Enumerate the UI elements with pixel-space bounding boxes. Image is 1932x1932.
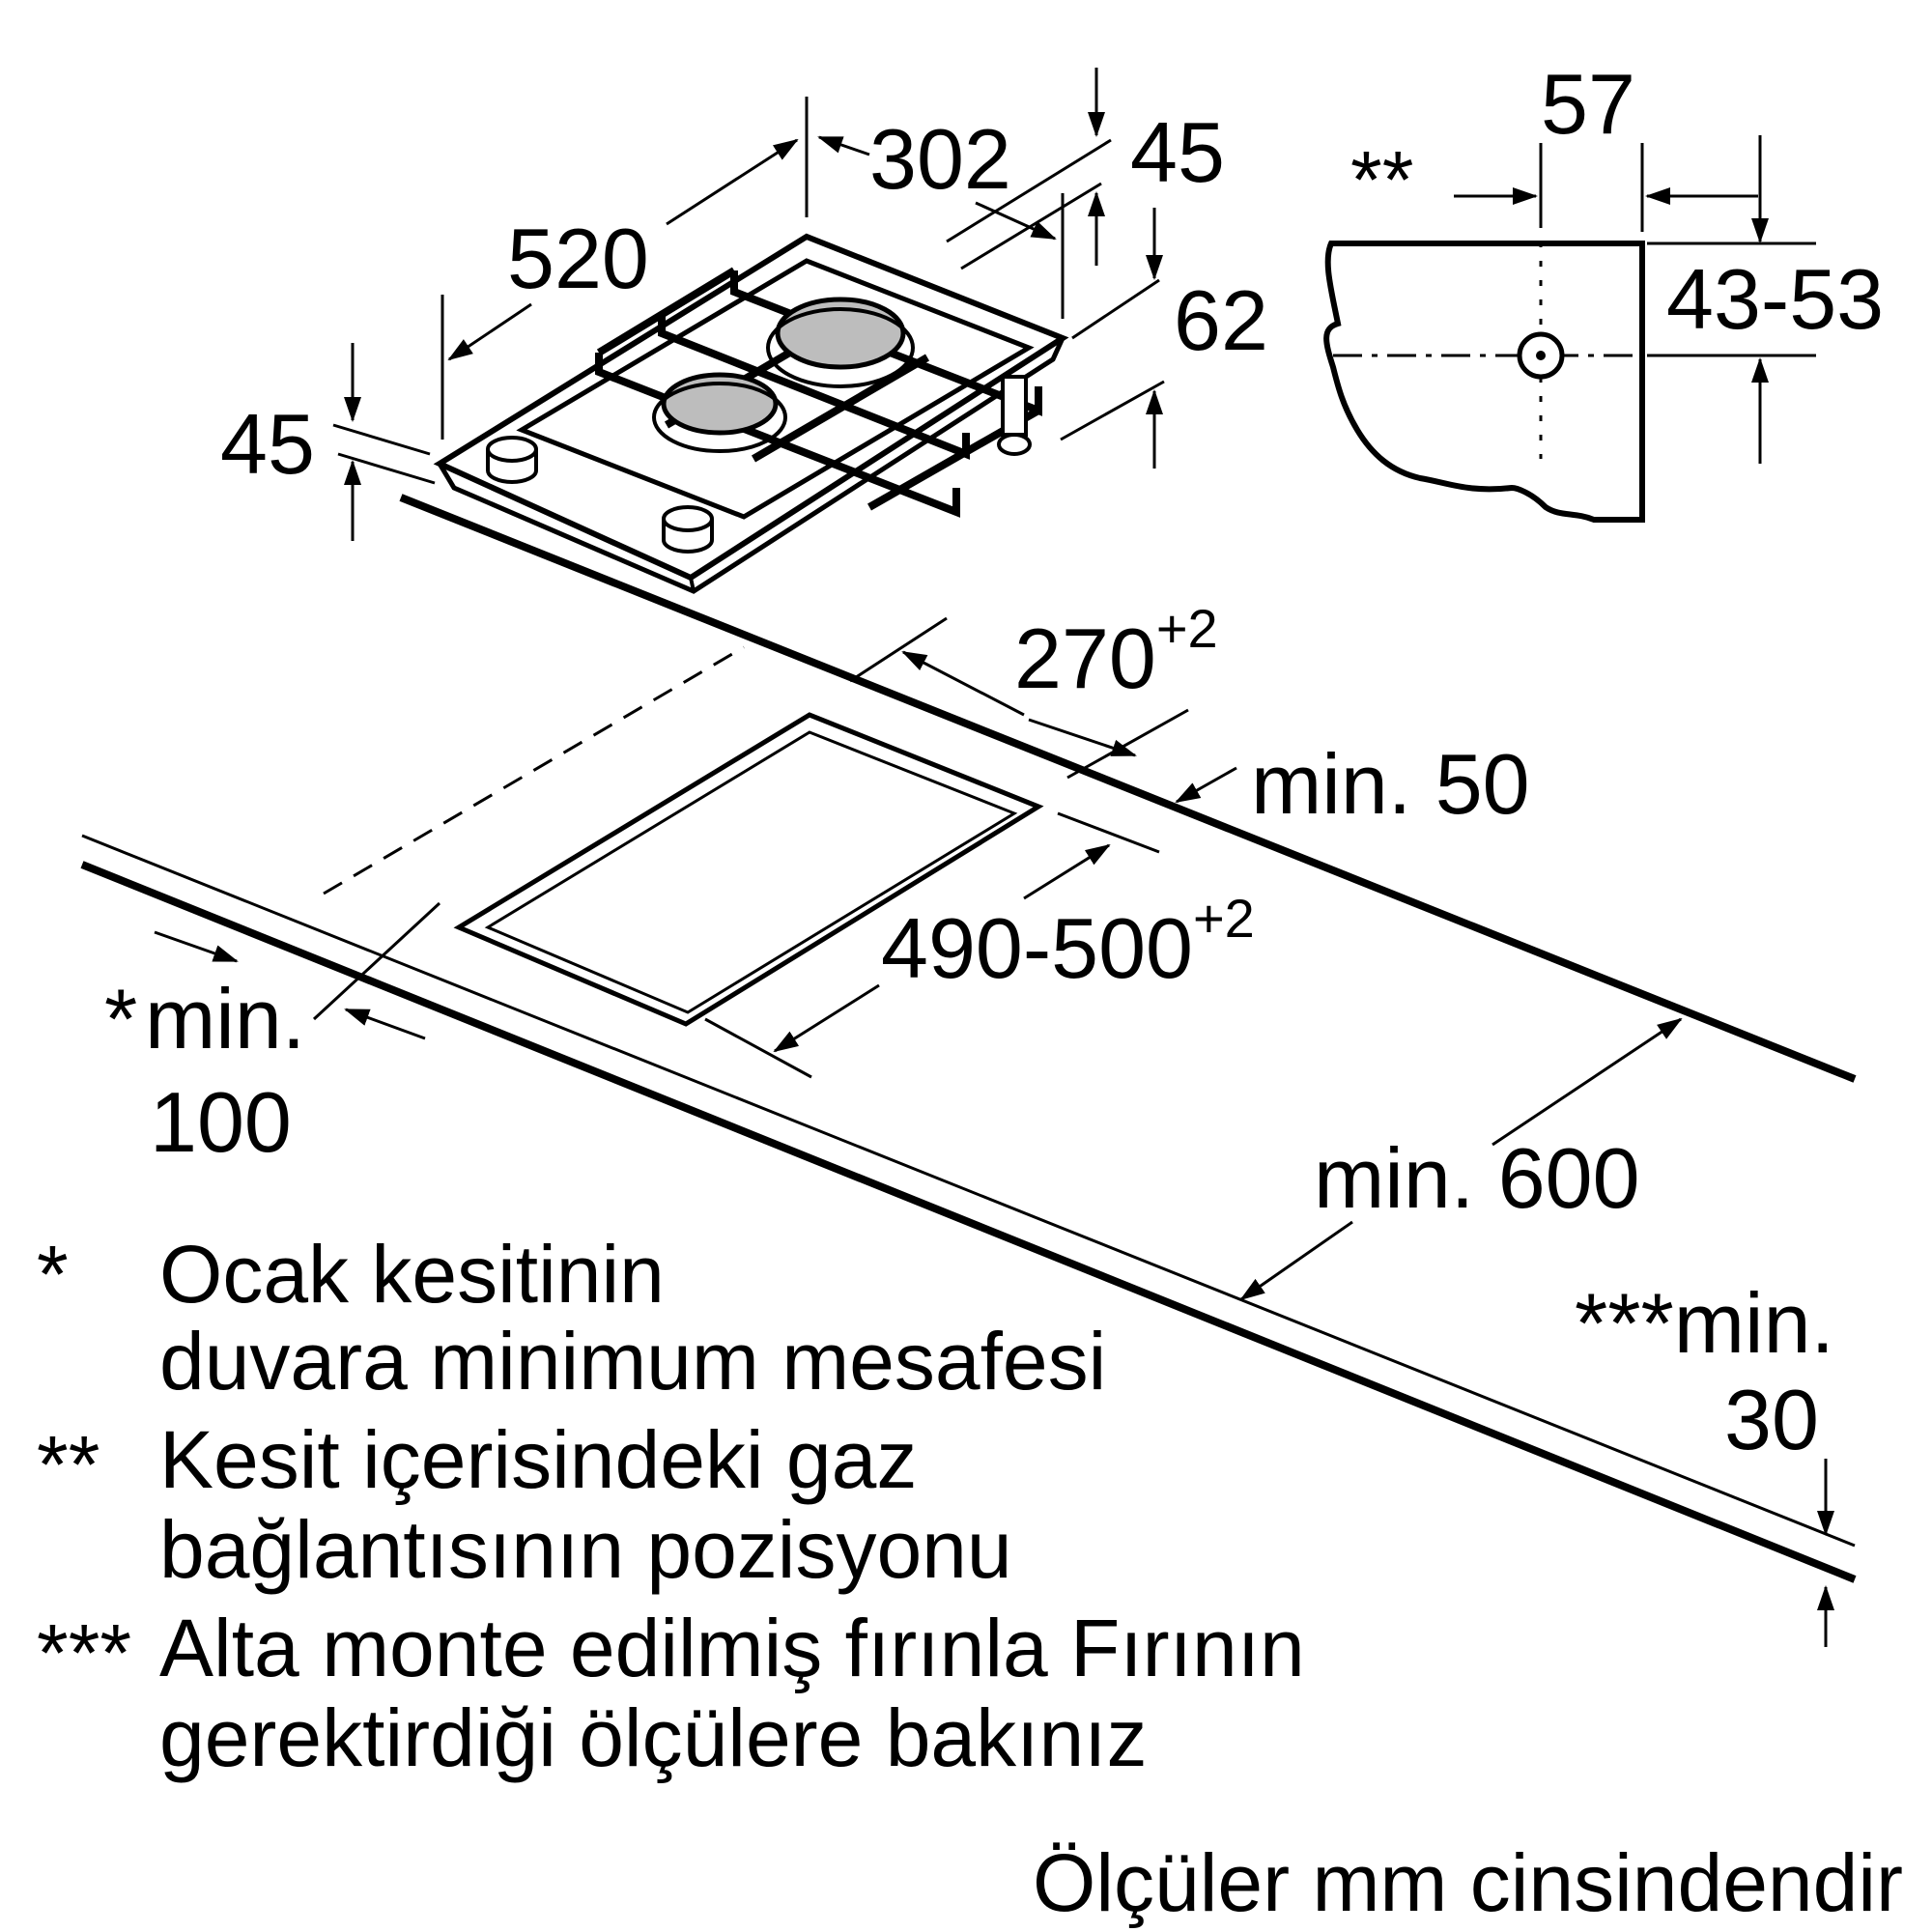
- worktop-depth-label: min. 600: [1314, 1130, 1640, 1226]
- gas-connection-section: [1323, 222, 1645, 523]
- hob-frame-height-label: 45: [1130, 104, 1225, 200]
- cutout-width-label: 270+2: [1014, 598, 1218, 706]
- legend-marker: **: [37, 1419, 99, 1510]
- cutout-dimension-lines: [154, 616, 1834, 1647]
- hob-install-height-label: 62: [1174, 272, 1268, 368]
- rear-clearance-label: min. 50: [1251, 736, 1530, 832]
- gas-connection-dimension-lines: [1454, 135, 1816, 464]
- hob-left-height-label: 45: [220, 396, 315, 492]
- hob-dimension-lines: [332, 68, 1165, 541]
- wall-distance-marker: *: [104, 971, 137, 1066]
- legend-text: Alta monte edilmiş fırınla Fırının: [159, 1603, 1305, 1693]
- legend-text: Ocak kesitinin: [159, 1229, 665, 1320]
- cutout-depth-label: 490-500+2: [881, 888, 1255, 996]
- control-knob: [662, 505, 714, 554]
- legend: * Ocak kesitinin duvara minimum mesafesi…: [37, 1229, 1305, 1783]
- wall-distance-value: 100: [150, 1074, 292, 1170]
- gas-hob-illustration: [433, 233, 1069, 594]
- oven-clearance-label: ***min.: [1575, 1275, 1834, 1371]
- legend-text: bağlantısının pozisyonu: [159, 1504, 1012, 1595]
- worktop-cutout: [453, 712, 1044, 1027]
- worktop-illustration: [80, 494, 1857, 1583]
- units-note: Ölçüler mm cinsindendir: [1033, 1837, 1903, 1928]
- control-knob: [486, 436, 538, 484]
- hob-depth-label: 302: [869, 111, 1011, 207]
- legend-marker: *: [37, 1229, 69, 1320]
- hob-width-label: 520: [507, 211, 649, 306]
- burner-small: [652, 372, 787, 453]
- gas-offset-label: 57: [1541, 56, 1635, 152]
- burner-large: [766, 297, 915, 388]
- legend-text: gerektirdiği ölçülere bakınız: [159, 1692, 1148, 1783]
- legend-text: Kesit içerisindeki gaz: [159, 1414, 917, 1505]
- gas-connection-marker: **: [1350, 134, 1413, 225]
- oven-clearance-value: 30: [1724, 1372, 1819, 1467]
- legend-text: duvara minimum mesafesi: [159, 1316, 1106, 1406]
- gas-connector-pipe: [997, 375, 1032, 456]
- wall-distance-label: min.: [145, 971, 305, 1066]
- legend-marker: ***: [37, 1607, 131, 1698]
- gas-height-range-label: 43-53: [1666, 251, 1884, 347]
